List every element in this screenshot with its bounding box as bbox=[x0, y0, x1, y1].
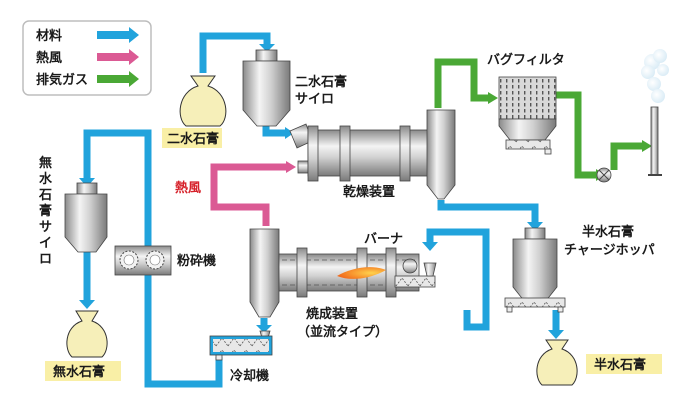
hot-air-flow bbox=[210, 161, 296, 226]
dihydrate-gypsum-label: 二水石膏 bbox=[167, 131, 219, 147]
legend: 材料 熱風 排気ガス bbox=[22, 20, 152, 96]
flow-bag-to-dihydrate-silo bbox=[199, 32, 271, 73]
hemihydrate-gypsum-bag bbox=[536, 339, 578, 386]
anhydrous-gypsum-label: 無水石膏 bbox=[53, 364, 105, 380]
flow-dryer-to-hopper bbox=[437, 200, 539, 222]
calciner-label-line2: （並流タイプ） bbox=[297, 324, 388, 340]
crusher bbox=[114, 245, 172, 276]
dihydrate-gypsum-bag bbox=[179, 75, 227, 127]
anhydrous-gypsum-silo bbox=[64, 182, 108, 253]
hemihydrate-hopper-label-line2: チャージホッパ bbox=[564, 243, 655, 258]
legend-arrow-hot-air bbox=[97, 49, 139, 65]
anhydrous-gypsum-bag bbox=[66, 310, 108, 358]
legend-label-material: 材料 bbox=[36, 28, 62, 44]
calciner-label-line1: 焼成装置 bbox=[306, 306, 358, 322]
flow-silo-to-dryer bbox=[262, 125, 285, 137]
legend-label-exhaust: 排気ガス bbox=[36, 72, 88, 88]
anhydrous-silo-label-char: 膏 bbox=[39, 203, 52, 219]
cooler bbox=[209, 330, 273, 361]
flow-hopper-to-calciner bbox=[426, 228, 490, 331]
anhydrous-silo-label-char: ロ bbox=[39, 252, 52, 267]
exhaust-stack bbox=[648, 106, 662, 176]
bag-filter bbox=[498, 76, 557, 155]
hemihydrate-gypsum-label: 半水石膏 bbox=[594, 357, 646, 373]
anhydrous-gypsum-label-bg bbox=[45, 361, 121, 381]
exhaust-fan bbox=[596, 167, 612, 183]
dryer-label: 乾燥装置 bbox=[343, 184, 395, 200]
burner bbox=[394, 258, 437, 288]
anhydrous-silo-label-char: サ bbox=[39, 220, 52, 235]
legend-arrow-exhaust bbox=[97, 71, 139, 87]
bag-filter-label: バグフィルタ bbox=[487, 52, 565, 68]
cooler-label: 冷却機 bbox=[230, 368, 269, 384]
dihydrate-gypsum-label-bg bbox=[162, 128, 222, 148]
anhydrous-silo-label-char: 石 bbox=[38, 188, 52, 203]
smoke-cloud bbox=[641, 49, 669, 103]
material-arrowheads bbox=[79, 44, 564, 339]
hemihydrate-charge-hopper bbox=[504, 227, 566, 313]
legend-label-hot-air: 熱風 bbox=[36, 50, 62, 66]
exhaust-flow bbox=[434, 58, 642, 179]
anhydrous-silo-label: 無 水 石 膏 サ イ ロ bbox=[38, 155, 53, 267]
burner-flame-icon bbox=[337, 267, 386, 279]
legend-arrow-material bbox=[97, 27, 139, 43]
anhydrous-silo-label-char: 無 bbox=[39, 155, 52, 171]
hemihydrate-hopper-label-line1: 半水石膏 bbox=[582, 224, 634, 240]
anhydrous-silo-label-char: イ bbox=[39, 236, 52, 251]
hemihydrate-gypsum-label-bg bbox=[586, 354, 662, 374]
dihydrate-silo-label-line1: 二水石膏 bbox=[295, 74, 347, 90]
dihydrate-gypsum-silo bbox=[242, 49, 291, 127]
dryer bbox=[289, 123, 431, 182]
dihydrate-silo-label-line2: サイロ bbox=[295, 92, 334, 107]
calciner-cyclone bbox=[249, 228, 280, 318]
dryer-cyclone bbox=[426, 109, 456, 200]
hot-air-label: 熱風 bbox=[175, 180, 201, 196]
anhydrous-silo-label-char: 水 bbox=[39, 171, 53, 187]
crusher-label: 粉砕機 bbox=[177, 253, 216, 269]
burner-label: バーナ bbox=[364, 232, 403, 247]
